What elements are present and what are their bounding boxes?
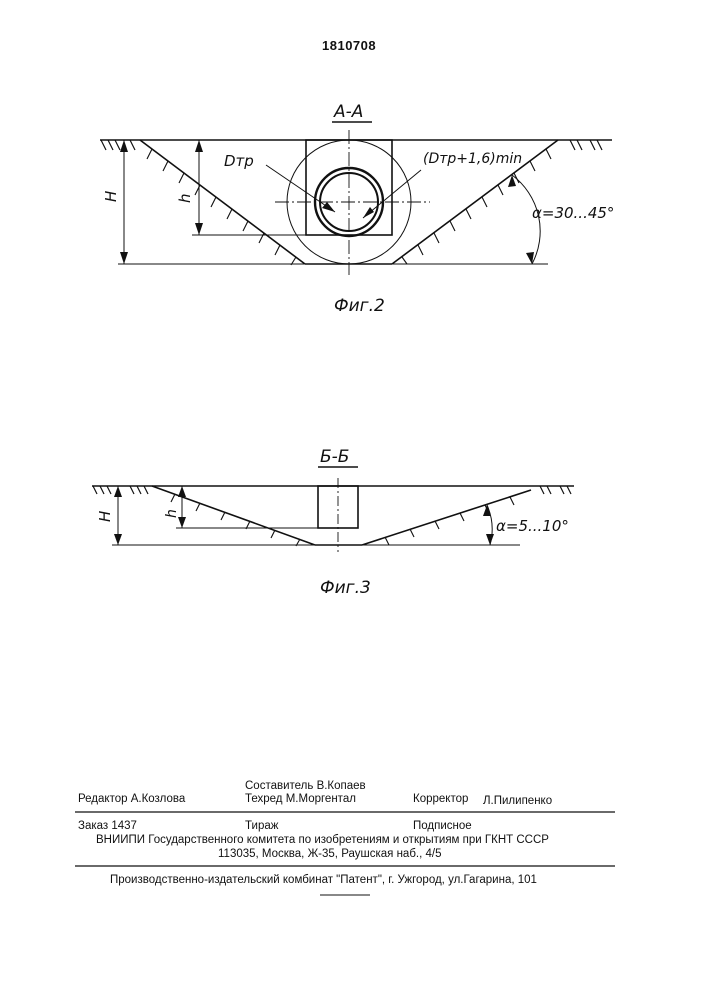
subscription: Подписное xyxy=(413,820,472,832)
fig2-caption: Фиг.2 xyxy=(334,296,385,316)
printer-line: Производственно-издательский комбинат "П… xyxy=(110,874,537,886)
ground-hatch-right xyxy=(570,140,602,150)
order-number: Заказ 1437 xyxy=(78,820,137,832)
fig2-angle-label: α=30...45° xyxy=(532,204,614,222)
address-line: 113035, Москва, Ж-35, Раушская наб., 4/5 xyxy=(218,848,441,860)
fig3-angle-label: α=5...10° xyxy=(496,517,569,535)
circulation: Тираж xyxy=(245,820,278,832)
fig3-H-label: H xyxy=(96,511,114,522)
section-a-label: А-А xyxy=(333,102,363,122)
section-b-label: Б-Б xyxy=(320,447,349,467)
fig3-caption: Фиг.3 xyxy=(320,578,371,598)
techred: Техред М.Моргентал xyxy=(245,793,356,805)
compiler: Составитель В.Копаев xyxy=(245,780,366,792)
dmin-label: (Dтр+1,6)min xyxy=(423,151,522,167)
dtr-label: Dтр xyxy=(224,152,254,170)
ground-hatch-left xyxy=(101,140,135,150)
editor: Редактор А.Козлова xyxy=(78,793,185,805)
vniipi-line: ВНИИПИ Государственного комитета по изоб… xyxy=(96,834,549,846)
corrector-name: Л.Пилипенко xyxy=(483,795,552,807)
fig3-h-label: h xyxy=(164,509,180,518)
corrector-title: Корректор xyxy=(413,793,468,805)
wall-hatch-left xyxy=(147,149,296,265)
fig2-H-label: H xyxy=(102,191,120,202)
fig2-h-label: h xyxy=(176,193,194,203)
